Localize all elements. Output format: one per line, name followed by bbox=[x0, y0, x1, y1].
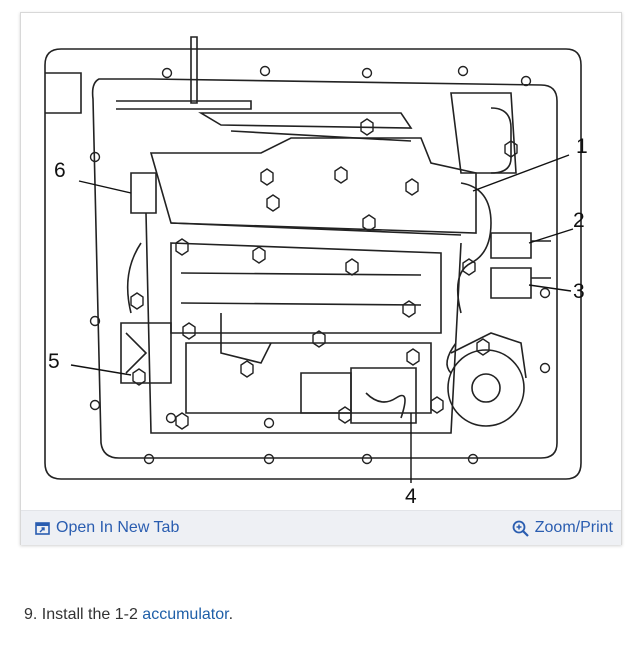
figure-card: 1 2 3 4 5 6 Open In New Tab bbox=[20, 12, 622, 545]
instruction-prefix: 9. Install the 1-2 bbox=[24, 606, 143, 623]
callout-3: 3 bbox=[573, 280, 585, 303]
open-in-new-tab-icon bbox=[35, 521, 50, 535]
callout-5: 5 bbox=[48, 350, 60, 373]
zoom-icon bbox=[512, 520, 529, 537]
flange-bolts bbox=[89, 65, 551, 465]
figure-toolbar: Open In New Tab Zoom/Print bbox=[21, 510, 621, 545]
valve-body-diagram: 1 2 3 4 5 6 bbox=[21, 13, 621, 510]
instruction-suffix: . bbox=[228, 606, 234, 623]
callout-2: 2 bbox=[573, 209, 585, 232]
instruction-step: 9. Install the 1-2 accumulator. bbox=[24, 606, 233, 624]
zoom-print-label: Zoom/Print bbox=[534, 519, 613, 536]
callout-1: 1 bbox=[576, 135, 588, 158]
transmission-case-outline bbox=[44, 36, 582, 480]
callout-4: 4 bbox=[405, 485, 417, 508]
callout-6: 6 bbox=[54, 159, 66, 182]
accumulator-link[interactable]: accumulator bbox=[142, 606, 229, 623]
callout-leaders bbox=[70, 154, 574, 483]
open-new-tab-label: Open In New Tab bbox=[56, 519, 180, 536]
open-new-tab-button[interactable]: Open In New Tab bbox=[35, 519, 179, 537]
valve-body-drawing: 1 2 3 4 5 6 bbox=[44, 36, 588, 508]
zoom-print-button[interactable]: Zoom/Print bbox=[512, 519, 613, 537]
valve-body-bolts bbox=[130, 118, 518, 430]
